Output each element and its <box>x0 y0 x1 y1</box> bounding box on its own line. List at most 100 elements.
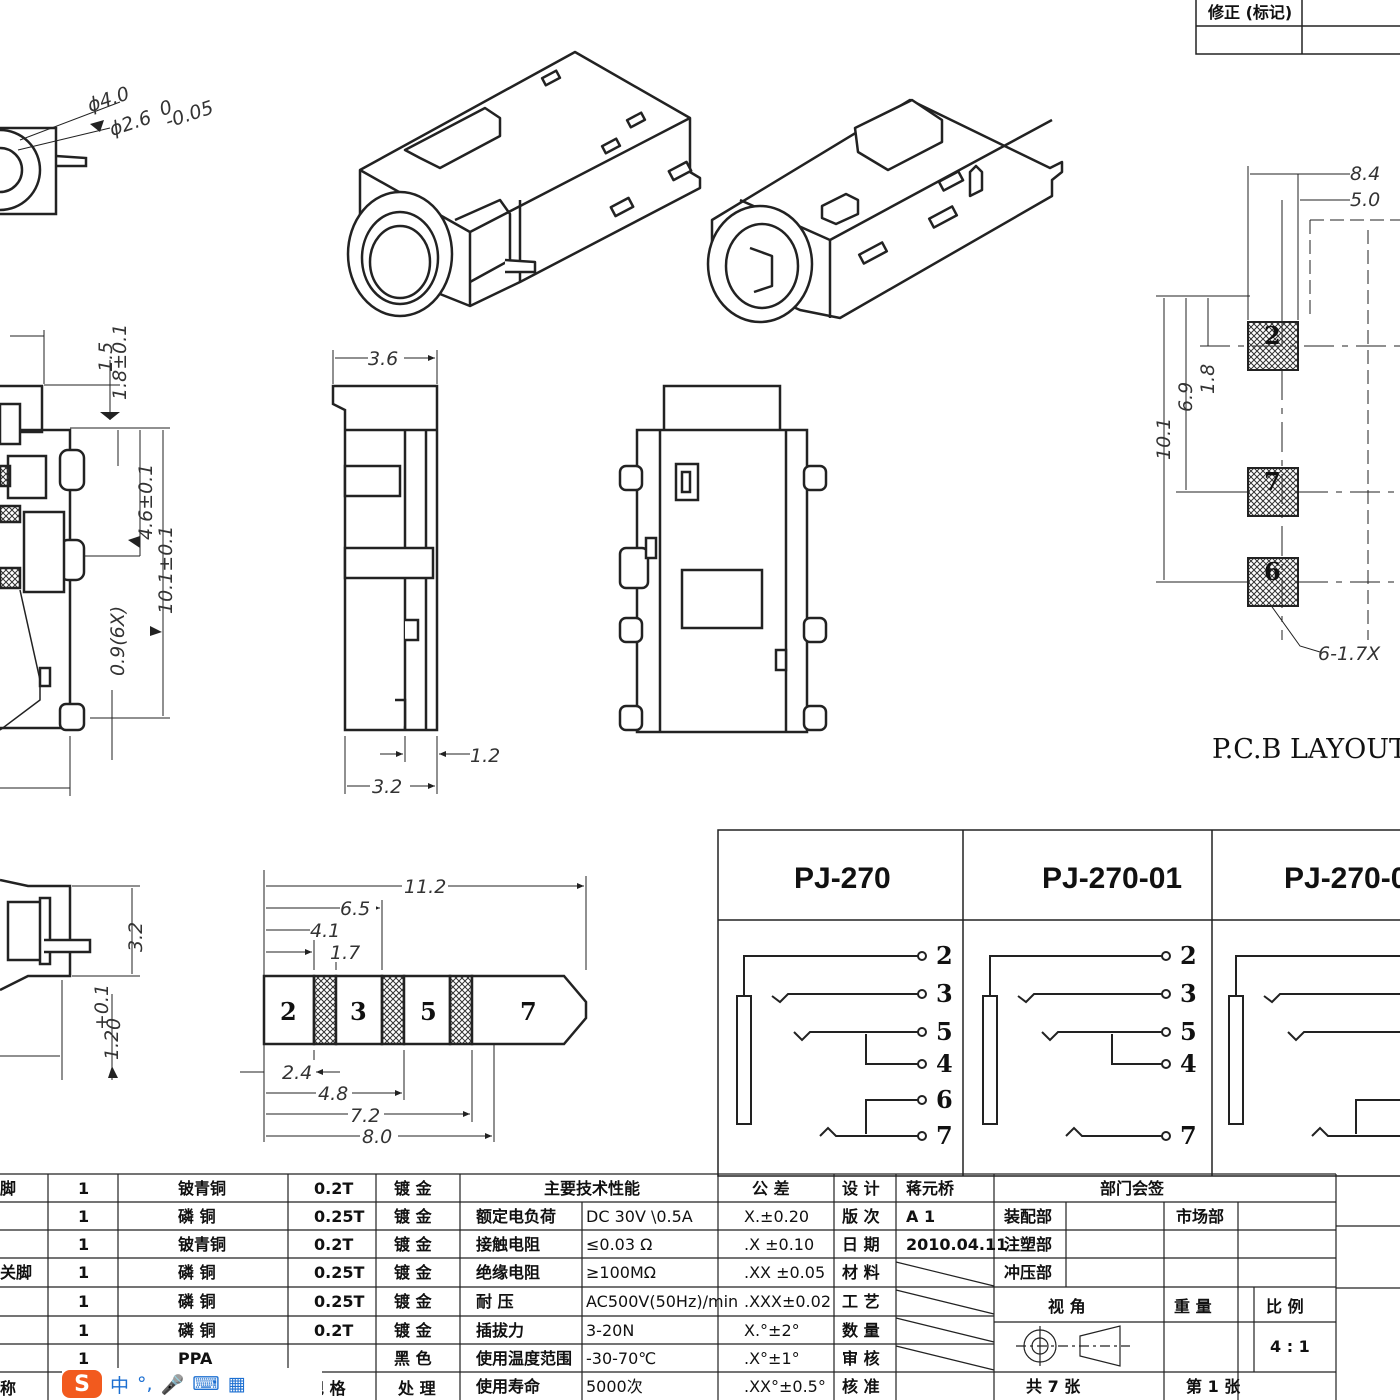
model-pj-270-02: PJ-270-02 <box>1284 862 1400 895</box>
bom-qty: 1 <box>78 1321 89 1340</box>
bom-material: 磷 铜 <box>178 1207 216 1226</box>
spec-value: AC500V(50Hz)/min <box>586 1292 738 1311</box>
spec-value: DC 30V \0.5A <box>586 1207 693 1226</box>
bom-thickness: 0.25T <box>314 1292 364 1311</box>
keyboard-icon[interactable]: ⌨ <box>192 1373 220 1395</box>
dim-front-1: 1.5 <box>95 342 117 372</box>
toolbox-icon[interactable]: ▦ <box>227 1373 246 1395</box>
bom-thickness: 0.2T <box>314 1179 353 1198</box>
tolerance-title: 公 差 <box>752 1179 790 1198</box>
front-view <box>0 330 170 796</box>
weight-label: 重 量 <box>1174 1297 1212 1316</box>
sheet-number: 第 1 张 <box>1186 1377 1241 1396</box>
bom-finish: 镀 金 <box>394 1179 433 1198</box>
schem1-pin-5: 5 <box>936 1017 953 1046</box>
plug-segment-5: 5 <box>420 997 437 1026</box>
schem2-pin-2: 2 <box>1180 941 1197 970</box>
pcb-dim-8-4: 8.4 <box>1350 163 1380 185</box>
dim-side-pin: 1.2 <box>470 745 500 767</box>
schematic-pj-270-02 <box>1228 955 1400 1137</box>
projection-symbol <box>1016 1325 1130 1367</box>
pcb-layout <box>1156 166 1400 653</box>
isometric-view-left <box>346 50 702 318</box>
plug-dim-4-1: 4.1 <box>310 920 340 942</box>
plug-dim-6-5: 6.5 <box>340 898 370 920</box>
schematic-pj-270 <box>736 951 927 1141</box>
plug-dim-4-8: 4.8 <box>318 1083 348 1105</box>
schematic-pj-270-01 <box>982 951 1171 1141</box>
scale-value: 4 : 1 <box>1270 1337 1310 1356</box>
schem1-pin-7: 7 <box>936 1121 953 1150</box>
schem2-pin-4: 4 <box>1180 1049 1197 1078</box>
plug-diagram <box>240 870 588 1142</box>
approval-label: 设 计 <box>842 1179 880 1198</box>
bom-qty: 1 <box>78 1179 89 1198</box>
schematic-table <box>717 829 1400 1177</box>
spec-value: 5000次 <box>586 1377 643 1396</box>
pcb-pad-2: 2 <box>1264 321 1281 350</box>
dim-side-bottom: 3.2 <box>372 776 402 798</box>
spec-value: ≥100MΩ <box>586 1263 656 1282</box>
dim-front-3: 4.6±0.1 <box>135 464 157 540</box>
bom-thickness: 0.25T <box>314 1207 364 1226</box>
dim-front-4: 10.1±0.1 <box>155 526 177 614</box>
bom-qty: 1 <box>78 1263 89 1282</box>
side-view <box>331 350 470 794</box>
bom-qty: 1 <box>78 1349 89 1368</box>
spec-label: 使用温度范围 <box>475 1349 572 1368</box>
front-circle-view <box>0 101 121 216</box>
dim-front-2: 1.8±0.1 <box>109 324 131 400</box>
bom-footer-name: 称 <box>0 1379 16 1398</box>
revision-box <box>1195 0 1400 55</box>
spec-label: 绝缘电阻 <box>476 1263 540 1282</box>
dept-stamping: 冲压部 <box>1004 1263 1052 1282</box>
bom-finish: 黑 色 <box>394 1349 432 1368</box>
plug-dim-11-2: 11.2 <box>404 876 446 898</box>
bom-qty: 1 <box>78 1207 89 1226</box>
schem2-pin-5: 5 <box>1180 1017 1197 1046</box>
approval-label: 数 量 <box>842 1321 880 1340</box>
bom-material: 磷 铜 <box>178 1263 216 1282</box>
spec-label: 插拔力 <box>476 1321 524 1340</box>
microphone-icon[interactable]: 🎤 <box>160 1373 185 1396</box>
ime-toolbar[interactable]: S 中 °, 🎤 ⌨ ▦ <box>62 1368 322 1400</box>
ime-lang-toggle[interactable]: 中 <box>110 1374 130 1397</box>
tolerance-value: X.°±2° <box>744 1321 800 1340</box>
bom-footer-treat: 处 理 <box>397 1379 436 1398</box>
plug-dim-7-2: 7.2 <box>350 1105 380 1127</box>
schem1-pin-4: 4 <box>936 1049 953 1078</box>
approval-label: 日 期 <box>842 1235 880 1254</box>
pcb-pad-7: 7 <box>1264 467 1281 496</box>
pcb-dim-6-9: 6.9 <box>1175 382 1197 412</box>
plug-segment-2: 2 <box>280 997 297 1026</box>
dim-diameter-inner-tol-lower: -0.05 <box>163 97 217 133</box>
approval-value: 2010.04.11 <box>906 1235 1007 1254</box>
model-pj-270: PJ-270 <box>794 862 891 895</box>
pcb-title: P.C.B LAYOUT <box>1212 734 1400 765</box>
bom-finish: 镀 金 <box>394 1207 433 1226</box>
revision-header: 修正 (标记) <box>1207 3 1292 22</box>
dim-side-top: 3.6 <box>368 348 398 370</box>
sogou-logo-icon[interactable]: S <box>62 1370 102 1398</box>
spec-label: 使用寿命 <box>475 1377 541 1396</box>
bom-finish: 镀 金 <box>394 1235 433 1254</box>
bom-thickness: 0.2T <box>314 1321 353 1340</box>
tolerance-value: .XX ±0.05 <box>744 1263 825 1282</box>
approval-label: 材 料 <box>842 1263 880 1282</box>
bom-part-name: 脚 <box>0 1179 16 1198</box>
dept-market: 市场部 <box>1176 1207 1224 1226</box>
ime-punct-toggle[interactable]: °, <box>137 1373 153 1395</box>
bom-material: 铍青铜 <box>178 1179 226 1198</box>
pcb-dim-5-0: 5.0 <box>1350 189 1380 211</box>
plug-segment-7: 7 <box>520 997 537 1026</box>
pcb-pad-6: 6 <box>1264 557 1281 586</box>
plug-segment-3: 3 <box>350 997 367 1026</box>
schem1-pin-3: 3 <box>936 979 953 1008</box>
dim-bottom-tol: 1.2 <box>101 1030 123 1060</box>
dim-front-5: 0.9(6X) <box>107 606 129 676</box>
spec-value: 3-20N <box>586 1321 634 1340</box>
spec-label: 额定电负荷 <box>476 1207 556 1226</box>
